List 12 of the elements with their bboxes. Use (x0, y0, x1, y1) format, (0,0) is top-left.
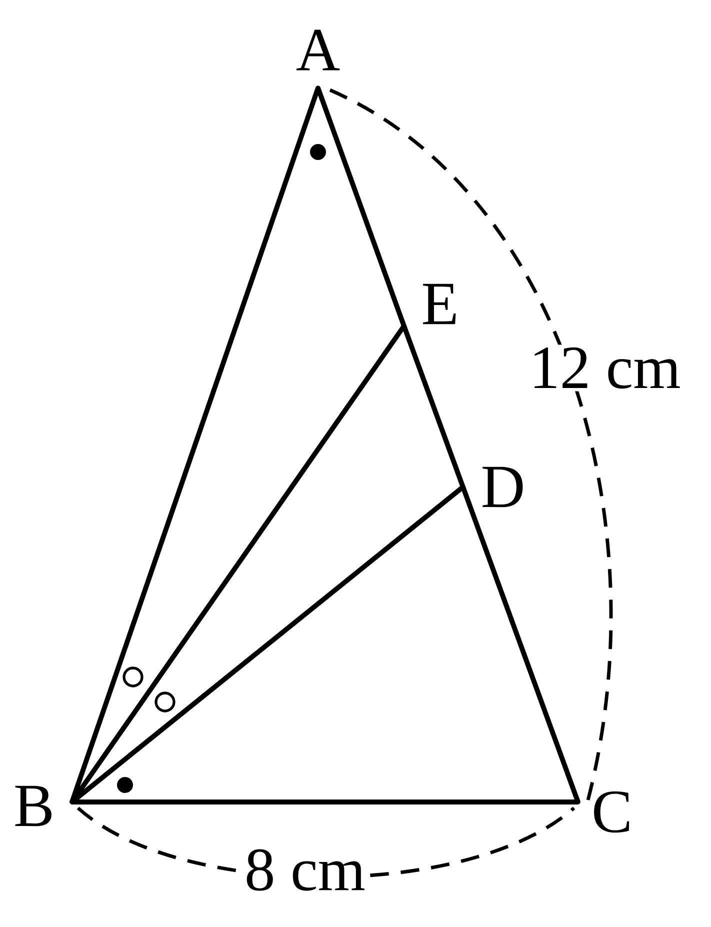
point-label: D (482, 466, 523, 508)
line-segment (460, 484, 580, 804)
dimension-label: 12 cm (526, 344, 684, 392)
point-label: E (423, 284, 456, 324)
point-label: B (15, 786, 52, 826)
line-segment (316, 86, 406, 328)
point-label: A (296, 30, 340, 70)
line-segment (70, 86, 320, 804)
line-segment (70, 324, 406, 804)
point-label: C (594, 791, 630, 833)
dimension-label: 8 cm (242, 846, 368, 894)
line-segment (70, 800, 580, 804)
